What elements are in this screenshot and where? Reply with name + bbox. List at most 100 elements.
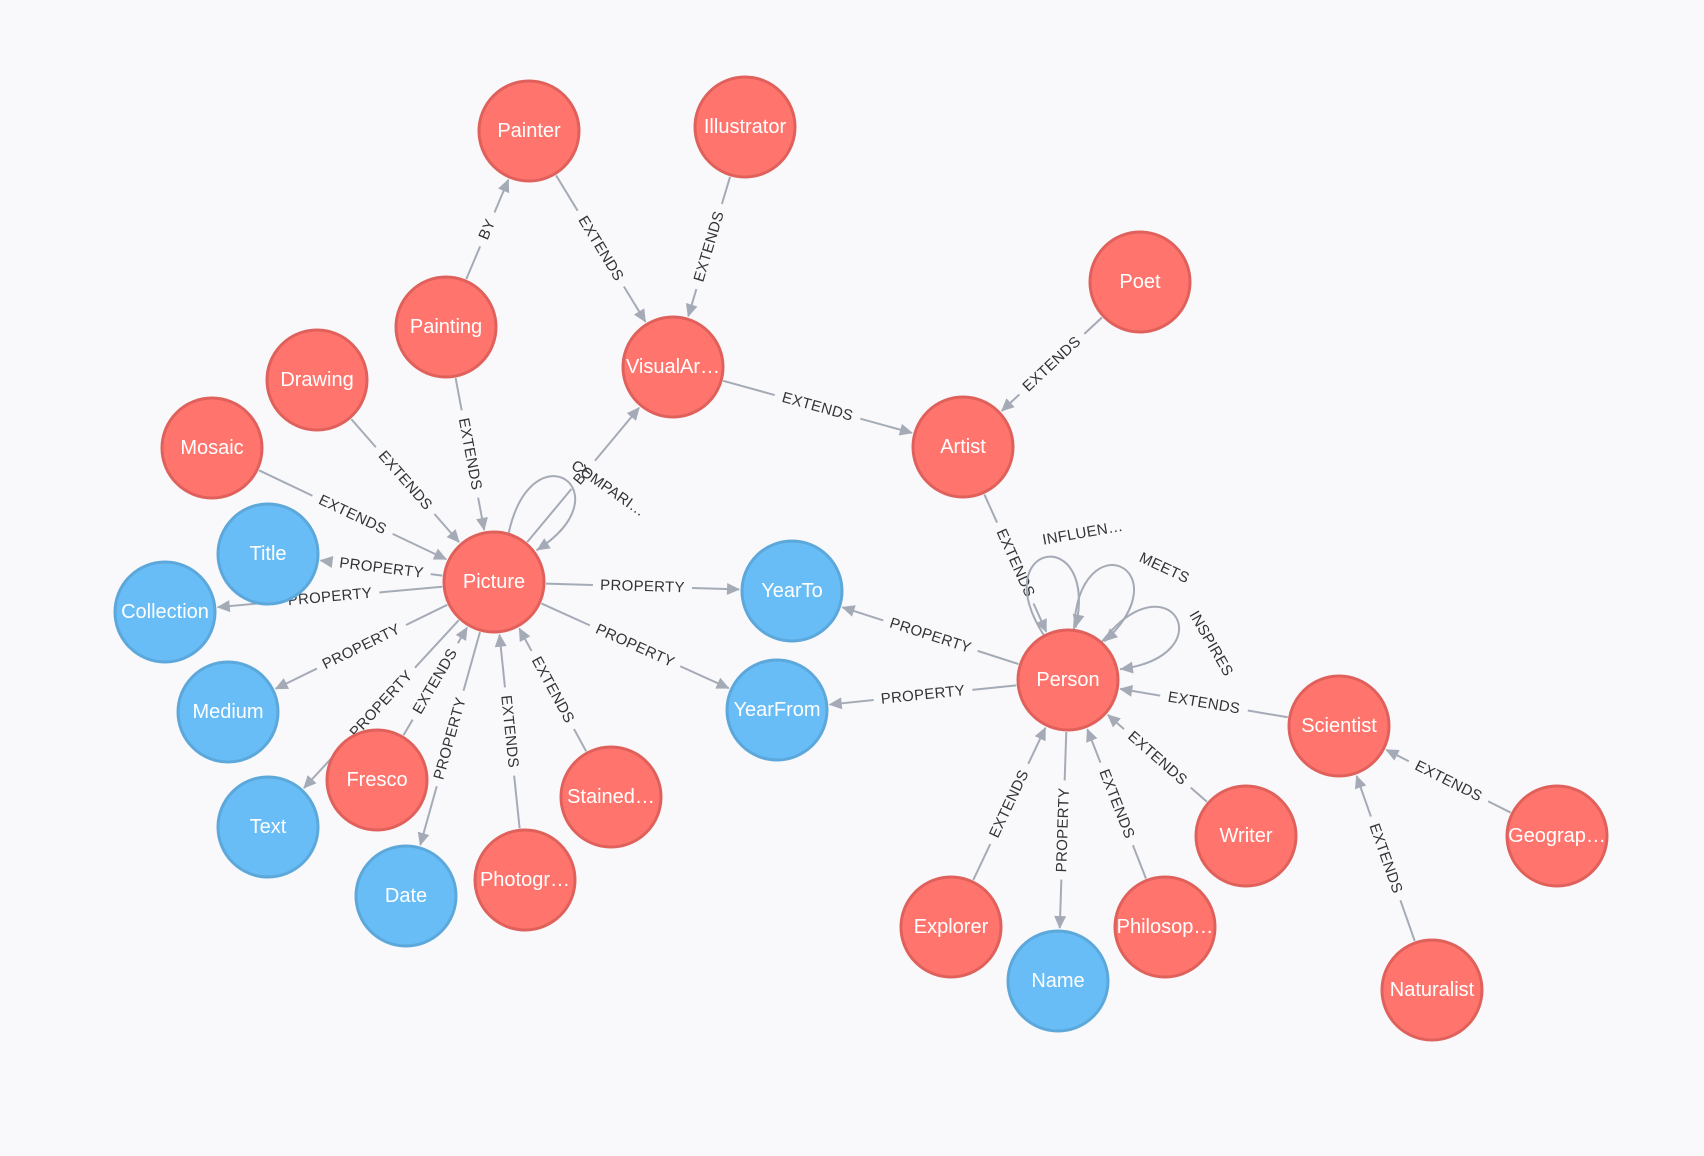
edge-writer-person[interactable]: EXTENDS xyxy=(1107,714,1208,803)
edge-label-extends-group: EXTENDS xyxy=(1124,728,1190,789)
edge-label-property: PROPERTY xyxy=(320,621,404,673)
node-yearto[interactable]: YearTo xyxy=(740,539,844,643)
node-geography[interactable]: Geograp… xyxy=(1505,784,1609,888)
edge-geography-scientist[interactable]: EXTENDS xyxy=(1385,748,1512,814)
node-fresco[interactable]: Fresco xyxy=(325,728,429,832)
node-illustrator[interactable]: Illustrator xyxy=(693,75,797,179)
edge-line-segment xyxy=(972,843,992,881)
edge-visualartist-artist[interactable]: EXTENDS xyxy=(722,379,913,436)
edge-label-property-group: PROPERTY xyxy=(600,577,685,597)
node-circle-explorer xyxy=(899,875,1003,979)
edge-line-segment xyxy=(513,775,521,829)
node-yearfrom[interactable]: YearFrom xyxy=(725,658,829,762)
edge-line-segment xyxy=(540,602,591,627)
self-loop-person-meets[interactable]: MEETS xyxy=(1072,549,1192,643)
edge-photography-picture[interactable]: EXTENDS xyxy=(494,633,522,829)
edge-naturalist-scientist[interactable]: EXTENDS xyxy=(1354,775,1416,942)
edge-label-extends: EXTENDS xyxy=(986,767,1033,840)
edge-label-extends-group: EXTENDS xyxy=(316,491,389,538)
node-circle-mosaic xyxy=(160,396,264,500)
node-mosaic[interactable]: Mosaic xyxy=(160,396,264,500)
edge-label-property: PROPERTY xyxy=(593,621,677,671)
self-loop-person-inspires[interactable]: INSPIRES xyxy=(1101,605,1237,680)
edge-label-extends-group: EXTENDS xyxy=(1167,689,1242,718)
edge-picture-medium[interactable]: PROPERTY xyxy=(274,603,448,690)
edge-label-extends-group: EXTENDS xyxy=(574,213,627,284)
edge-label-extends-group: EXTENDS xyxy=(1366,821,1406,895)
edge-label-extends: EXTENDS xyxy=(455,417,485,492)
edge-line-segment xyxy=(720,176,732,205)
edge-scientist-person[interactable]: EXTENDS xyxy=(1119,684,1288,719)
edge-poet-artist[interactable]: EXTENDS xyxy=(1001,316,1103,412)
node-artist[interactable]: Artist xyxy=(911,395,1015,499)
edge-person-yearfrom[interactable]: PROPERTY xyxy=(828,682,1017,710)
edge-label-property-group: PROPERTY xyxy=(888,615,974,657)
arrow-head-icon xyxy=(1119,661,1134,674)
arrow-head-icon xyxy=(216,600,231,613)
edge-label-extends: EXTENDS xyxy=(1124,728,1190,789)
node-circle-philosopher xyxy=(1113,875,1217,979)
node-explorer[interactable]: Explorer xyxy=(899,875,1003,979)
node-painter[interactable]: Painter xyxy=(477,79,581,183)
edge-person-yearto[interactable]: PROPERTY xyxy=(841,605,1019,665)
edge-label-property-group: PROPERTY xyxy=(320,621,404,673)
edge-line-segment xyxy=(402,719,414,736)
edge-label-extends: EXTENDS xyxy=(497,694,521,768)
node-visualartist[interactable]: VisualAr… xyxy=(621,315,725,419)
edge-label-property: PROPERTY xyxy=(1053,787,1073,872)
edge-artist-person[interactable]: EXTENDS xyxy=(983,493,1048,633)
arrow-head-icon xyxy=(1107,714,1121,728)
edge-label-property-group: PROPERTY xyxy=(338,554,424,581)
edge-label-extends: EXTENDS xyxy=(1167,689,1242,718)
edge-illustrator-visualartist[interactable]: EXTENDS xyxy=(685,176,732,318)
node-poet[interactable]: Poet xyxy=(1088,230,1192,334)
node-name[interactable]: Name xyxy=(1006,929,1110,1033)
edge-label-extends-group: EXTENDS xyxy=(1412,757,1485,805)
edge-picture-title[interactable]: PROPERTY xyxy=(319,554,443,582)
node-naturalist[interactable]: Naturalist xyxy=(1380,938,1484,1042)
node-medium[interactable]: Medium xyxy=(176,660,280,764)
edge-painter-visualartist[interactable]: EXTENDS xyxy=(555,174,647,323)
node-circle-stained xyxy=(559,745,663,849)
edge-line-segment xyxy=(983,493,998,523)
node-picture[interactable]: Picture xyxy=(442,530,546,634)
edge-stained-picture[interactable]: EXTENDS xyxy=(518,627,588,752)
edge-label-by-group: BY xyxy=(475,217,499,243)
node-title[interactable]: Title xyxy=(216,502,320,606)
arrow-head-icon xyxy=(1086,728,1098,743)
node-text[interactable]: Text xyxy=(216,775,320,879)
self-loop-path xyxy=(1025,555,1080,636)
self-loop-path xyxy=(507,475,577,552)
self-loop-label-inspires: INSPIRES xyxy=(1186,608,1237,679)
arrow-head-icon xyxy=(1034,726,1046,742)
edge-label-extends: EXTENDS xyxy=(691,209,728,284)
node-date[interactable]: Date xyxy=(354,844,458,948)
node-drawing[interactable]: Drawing xyxy=(265,328,369,432)
node-person[interactable]: Person xyxy=(1016,628,1120,732)
edge-label-extends-group: EXTENDS xyxy=(780,389,855,425)
edge-picture-yearfrom[interactable]: PROPERTY xyxy=(540,602,730,690)
node-writer[interactable]: Writer xyxy=(1194,784,1298,888)
edge-person-name[interactable]: PROPERTY xyxy=(1053,731,1073,930)
edge-line-segment xyxy=(258,469,313,497)
edge-label-property-group: PROPERTY xyxy=(431,695,470,781)
edge-painting-picture[interactable]: EXTENDS xyxy=(454,377,488,531)
edge-label-extends-group: EXTENDS xyxy=(455,417,485,492)
node-painting[interactable]: Painting xyxy=(394,275,498,379)
edge-explorer-person[interactable]: EXTENDS xyxy=(972,726,1047,881)
self-loop-label-compari-group: COMPARI… xyxy=(568,457,648,520)
self-loop-label-compari: COMPARI… xyxy=(568,457,648,520)
edge-picture-yearto[interactable]: PROPERTY xyxy=(545,577,741,597)
edge-line-segment xyxy=(350,418,377,448)
node-scientist[interactable]: Scientist xyxy=(1287,674,1391,778)
node-philosopher[interactable]: Philosop… xyxy=(1113,875,1217,979)
self-loop-picture-compari[interactable]: COMPARI… xyxy=(507,457,649,552)
edge-label-by: BY xyxy=(475,217,499,243)
node-stained[interactable]: Stained… xyxy=(559,745,663,849)
node-collection[interactable]: Collection xyxy=(113,560,217,664)
edge-label-property-group: PROPERTY xyxy=(593,621,677,671)
edge-painting-painter[interactable]: BY xyxy=(465,178,510,280)
arrow-head-icon xyxy=(1104,628,1119,642)
node-photography[interactable]: Photogr… xyxy=(473,828,577,932)
edge-label-extends: EXTENDS xyxy=(375,448,436,514)
